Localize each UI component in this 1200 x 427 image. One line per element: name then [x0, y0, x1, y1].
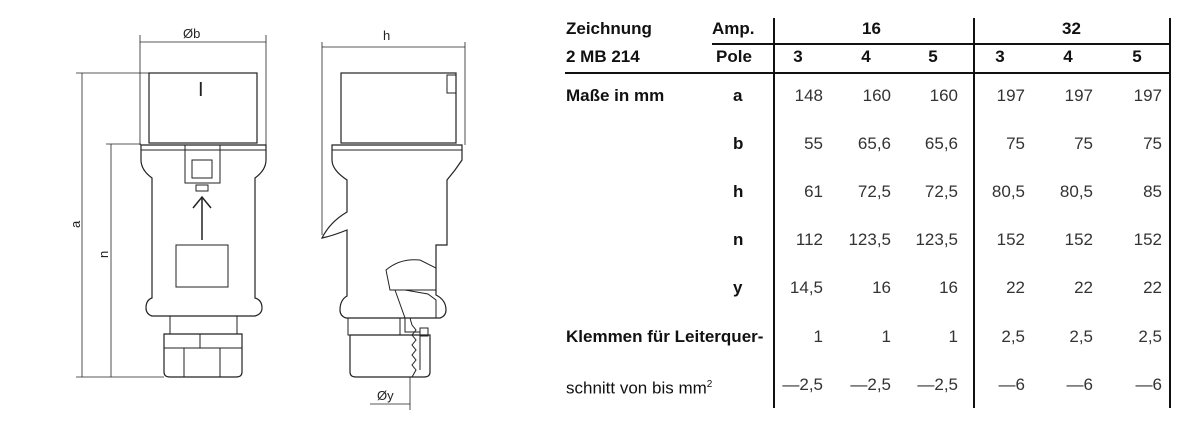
amp-32: 32 [1062, 19, 1081, 38]
dimension-y-label: Øy [377, 388, 394, 403]
table-cell: 112 [795, 230, 823, 249]
table-cell: 160 [929, 86, 958, 105]
unit-superscript: 2 [706, 379, 713, 390]
table-cell: 22 [1143, 278, 1162, 297]
terminal-max-cell: —6 [1066, 375, 1093, 394]
pole-header: 3 [793, 47, 803, 66]
table-cell: 16 [872, 278, 891, 297]
terminal-max-cell: —2,5 [850, 375, 891, 394]
dimension-key: b [733, 134, 744, 153]
drawing-number: 2 MB 214 [566, 47, 640, 66]
header-bottom-rule [565, 72, 1171, 74]
terminal-min-cell: 2,5 [1069, 327, 1093, 346]
table-cell: 16 [939, 278, 958, 297]
pole-label: Pole [716, 47, 752, 66]
table-cell: 72,5 [924, 182, 958, 201]
divider-right [1169, 18, 1171, 408]
terminal-min-cell: 2,5 [1001, 327, 1025, 346]
table-cell: 65,6 [857, 134, 891, 153]
dimension-key: n [733, 230, 744, 249]
table-cell: 80,5 [991, 182, 1025, 201]
divider-32 [973, 18, 975, 408]
dimension-n-label: n [96, 251, 111, 258]
table-cell: 148 [794, 86, 823, 105]
dimension-key: a [733, 86, 743, 105]
table-cell: 75 [1143, 134, 1162, 153]
divider-16 [773, 18, 775, 408]
table-cell: 75 [1074, 134, 1093, 153]
amp-16: 16 [862, 19, 881, 38]
table-cell: 123,5 [848, 230, 891, 249]
table-cell: 197 [1133, 86, 1162, 105]
table-cell: 22 [1074, 278, 1093, 297]
table-cell: 152 [1064, 230, 1093, 249]
table-cell: 152 [1133, 230, 1162, 249]
amp-label: Amp. [712, 19, 755, 38]
pole-header: 4 [861, 47, 871, 66]
drawing-label: Zeichnung [566, 19, 652, 38]
table-cell: 75 [1006, 134, 1025, 153]
table-cell: 160 [862, 86, 891, 105]
terminal-max-cell: —6 [998, 375, 1025, 394]
table-cell: 55 [804, 134, 823, 153]
dimension-key: y [733, 278, 743, 297]
table-cell: 65,6 [924, 134, 958, 153]
terminal-label-line2: schnitt von bis mm2 [566, 375, 712, 399]
header-rule [712, 43, 1171, 45]
plug-technical-drawing: I Øb a n h Øy [68, 26, 466, 410]
table-cell: 80,5 [1059, 182, 1093, 201]
pole-header: 5 [1132, 47, 1142, 66]
table-cell: 14,5 [789, 278, 823, 297]
pole-header: 4 [1063, 47, 1073, 66]
table-cell: 72,5 [857, 182, 891, 201]
table-cell: 123,5 [915, 230, 958, 249]
pole-header: 3 [995, 47, 1005, 66]
side-view [320, 72, 463, 378]
side-dimensions: h Øy [321, 28, 466, 410]
front-dimensions: Øb a n [68, 26, 267, 378]
terminal-min-cell: 1 [881, 327, 891, 346]
pole-header: 5 [928, 47, 938, 66]
table-cell: 197 [996, 86, 1025, 105]
dimension-key: h [733, 182, 744, 201]
dimension-b-label: Øb [183, 26, 200, 41]
terminal-min-cell: 2,5 [1138, 327, 1162, 346]
terminal-label-text: schnitt von bis mm [566, 378, 707, 398]
terminal-min-cell: 1 [948, 327, 958, 346]
pole-marking-text: I [198, 79, 204, 101]
front-view: I [140, 72, 267, 378]
terminal-max-cell: —2,5 [782, 375, 823, 394]
terminal-max-cell: —6 [1135, 375, 1162, 394]
terminal-min-cell: 1 [813, 327, 823, 346]
terminal-label-line1: Klemmen für Leiterquer- [566, 327, 764, 346]
table-cell: 152 [996, 230, 1025, 249]
dimension-a-label: a [68, 220, 83, 228]
table-cell: 85 [1143, 182, 1162, 201]
section-label: Maße in mm [566, 86, 665, 105]
dimension-h-label: h [383, 28, 390, 43]
table-cell: 22 [1006, 278, 1025, 297]
table-cell: 197 [1064, 86, 1093, 105]
table-cell: 61 [804, 182, 823, 201]
terminal-max-cell: —2,5 [917, 375, 958, 394]
